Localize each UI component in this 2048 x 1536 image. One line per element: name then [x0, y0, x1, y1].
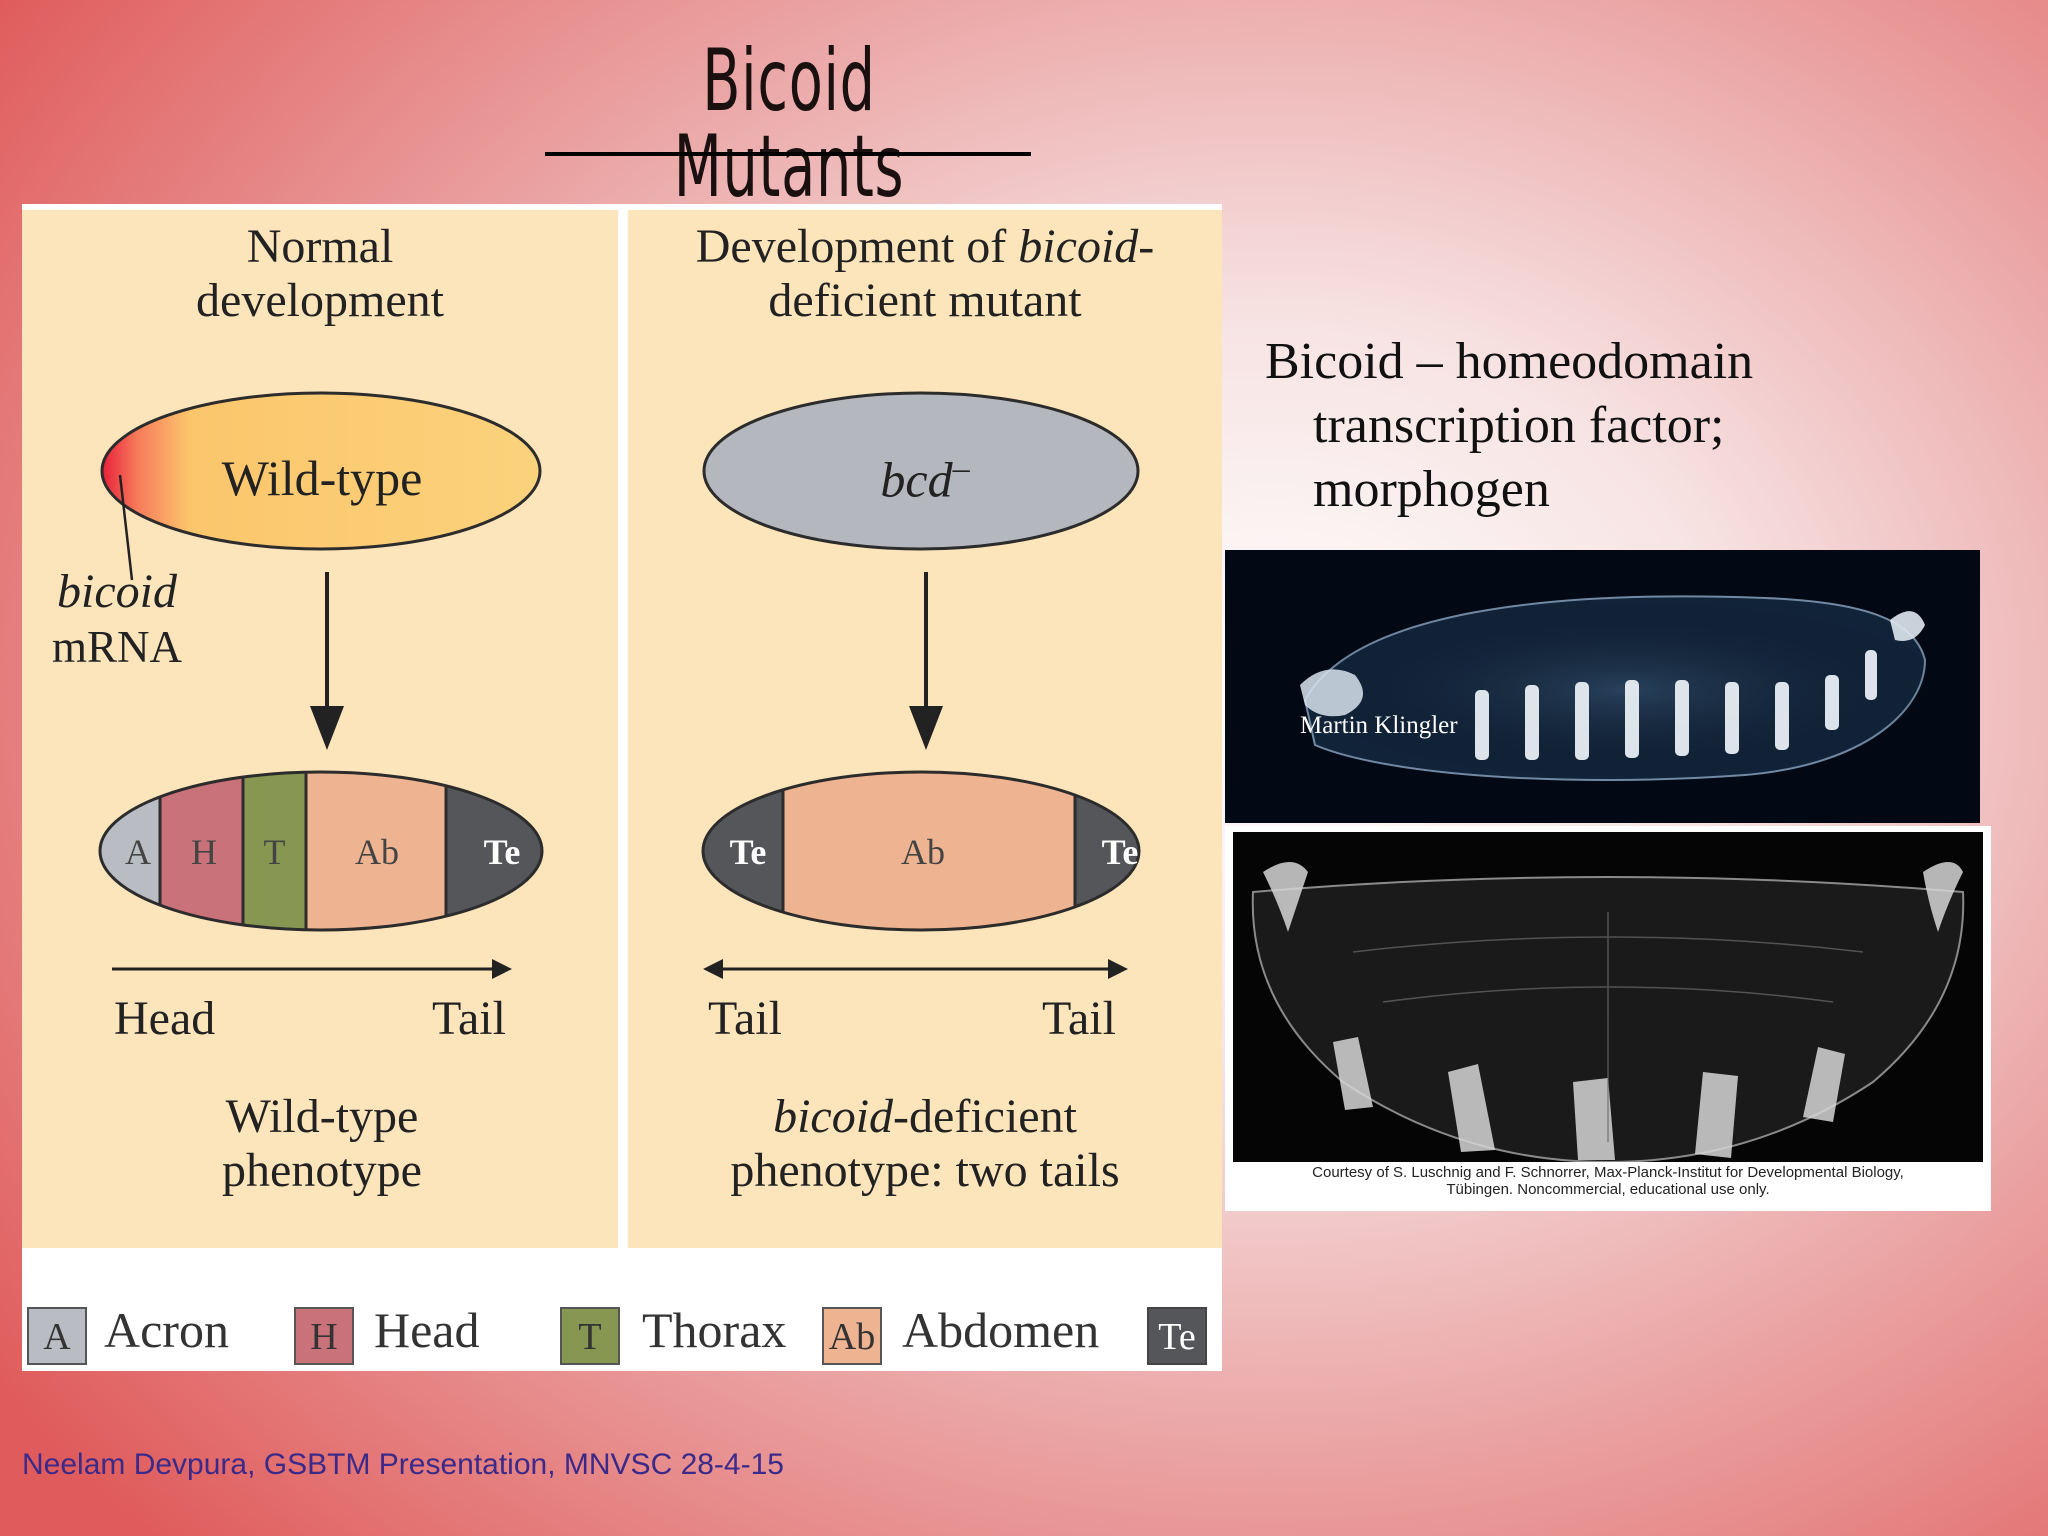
- segment-legend: A Acron H Head T Thorax Ab Abdomen Te: [22, 1299, 1222, 1369]
- mutant-heading-line1a: Development of: [695, 220, 1019, 273]
- axis-label-tail-left: Tail: [708, 992, 782, 1045]
- mutant-heading-line1b: bicoid: [1018, 220, 1139, 273]
- legend-label-thorax: Thorax: [642, 1302, 787, 1358]
- slide-footer: Neelam Devpura, GSBTM Presentation, MNVS…: [22, 1448, 784, 1481]
- embryo-photo-top-drawing: [1295, 595, 1955, 781]
- segment-label-te-right: Te: [1101, 832, 1139, 872]
- legend-key-a: A: [27, 1307, 87, 1365]
- mutant-heading: Development of bicoid- deficient mutant: [628, 220, 1222, 328]
- bicoid-description: Bicoid – homeodomain transcription facto…: [1265, 330, 1753, 522]
- segment-abdomen: [306, 772, 446, 930]
- bcd-label: bcd: [880, 451, 953, 508]
- mrna-pointer: [118, 474, 134, 581]
- wildtype-phenotype-line1: Wild-type: [225, 1090, 419, 1143]
- mutant-phenotype-line1b: -deficient: [893, 1090, 1077, 1143]
- segment-label-h: H: [191, 832, 217, 872]
- wildtype-embryo-label: Wild-type: [221, 450, 423, 506]
- embryo-photo-bottom: Courtesy of S. Luschnig and F. Schnorrer…: [1225, 826, 1991, 1211]
- legend-key-ab: Ab: [822, 1307, 882, 1365]
- axis-label-tail: Tail: [432, 992, 506, 1045]
- embryo-photo-bottom-drawing: [1251, 862, 1965, 1162]
- mutant-heading-line1c: -: [1138, 220, 1155, 273]
- legend-label-acron: Acron: [104, 1302, 229, 1358]
- segment-label-ab-mid: Ab: [901, 832, 945, 872]
- legend-label-head: Head: [374, 1302, 480, 1358]
- mutant-diagram: [701, 391, 1141, 979]
- title-underline: [545, 152, 1031, 156]
- normal-development-column: Normal development: [22, 210, 618, 1248]
- photo-credit-bottom-line2: Tübingen. Noncommercial, educational use…: [1446, 1181, 1770, 1198]
- axis-label-tail-right: Tail: [1042, 992, 1116, 1045]
- bicoid-mrna-label-line2: mRNA: [52, 622, 183, 672]
- bcd-superscript: –: [952, 450, 970, 487]
- mutant-embryo-label: bcd–: [628, 450, 1222, 508]
- segment-label-te-left: Te: [729, 832, 767, 872]
- photo-credit-klingler: Martin Klingler: [1300, 712, 1458, 739]
- axis-label-head: Head: [114, 992, 216, 1045]
- mutant-heading-line2: deficient mutant: [768, 273, 1082, 327]
- diagram-panel: Normal development: [22, 204, 1222, 1371]
- segment-label-t: T: [263, 832, 286, 872]
- mutant-phenotype-line1a: bicoid: [773, 1090, 894, 1143]
- normal-heading: Normal development: [22, 220, 618, 328]
- axis-arrow-right: [492, 959, 512, 979]
- wildtype-phenotype: Wild-type phenotype: [22, 1090, 622, 1198]
- embryo-photo-bottom-frame: [1233, 832, 1983, 1162]
- slide-title: Bicoid Mutants: [673, 31, 905, 217]
- mutant-arrow-head: [909, 706, 943, 750]
- normal-heading-line1: Normal: [246, 220, 394, 273]
- mutant-development-column: Development of bicoid- deficient mutant …: [628, 210, 1222, 1248]
- legend-key-h: H: [294, 1307, 354, 1365]
- embryo-photo-top: Martin Klingler: [1225, 550, 1980, 823]
- mutant-embryo: [702, 391, 1140, 551]
- legend-key-t: T: [560, 1307, 620, 1365]
- axis-arrow-right-mutant: [1108, 959, 1128, 979]
- description-line2: transcription factor;: [1313, 397, 1725, 454]
- wildtype-embryo: [100, 391, 542, 551]
- bicoid-mrna-label-line1: bicoid: [57, 565, 177, 618]
- description-line3: morphogen: [1313, 461, 1550, 518]
- description-line1: Bicoid – homeodomain: [1265, 333, 1754, 390]
- legend-label-abdomen: Abdomen: [902, 1302, 1100, 1358]
- photo-credit-bottom-line1: Courtesy of S. Luschnig and F. Schnorrer…: [1312, 1164, 1904, 1181]
- segment-label-a: A: [125, 832, 151, 872]
- wildtype-arrow-head: [310, 706, 344, 750]
- axis-arrow-left: [703, 959, 723, 979]
- legend-key-te: Te: [1147, 1307, 1207, 1365]
- mutant-phenotype: bicoid-deficient phenotype: two tails: [628, 1090, 1222, 1198]
- photo-credit-bottom: Courtesy of S. Luschnig and F. Schnorrer…: [1225, 1164, 1991, 1198]
- mutant-phenotype-line2: phenotype: two tails: [730, 1143, 1120, 1197]
- wildtype-diagram: [98, 391, 544, 979]
- segment-abdomen-mid: [783, 772, 1075, 930]
- segment-head: [160, 772, 243, 930]
- wildtype-phenotype-line2: phenotype: [222, 1143, 422, 1197]
- segment-thorax: [243, 772, 306, 930]
- segment-label-te: Te: [483, 832, 521, 872]
- segment-label-ab: Ab: [355, 832, 399, 872]
- normal-heading-line2: development: [196, 273, 444, 327]
